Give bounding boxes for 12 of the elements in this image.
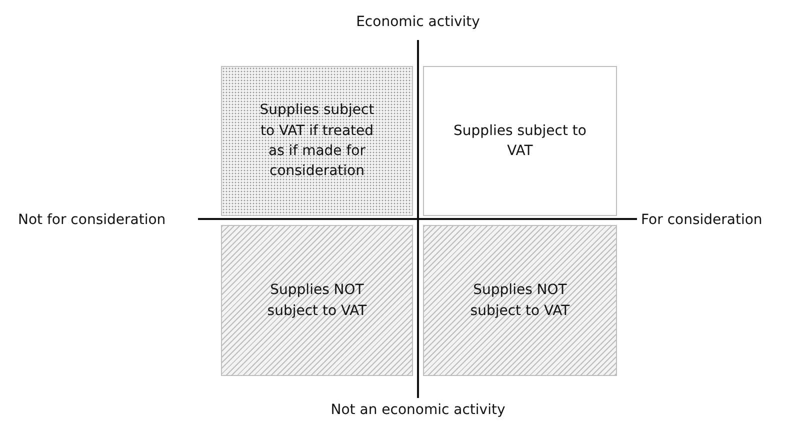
quadrant-text: Supplies subject to VAT: [452, 122, 588, 161]
axis-label: Not for consideration: [18, 212, 166, 228]
quadrant-box: [423, 225, 617, 376]
quadrant-text: Supplies NOT subject to VAT: [469, 281, 571, 320]
quadrant-box: [423, 66, 617, 216]
quadrant-text: Supplies subject to VAT if treated as if made for consideration: [258, 101, 376, 182]
axis-label: Not an economic activity: [330, 402, 506, 418]
axis-label: For consideration: [641, 212, 762, 228]
axis-label: Economic activity: [356, 14, 480, 30]
quadrant-box: [221, 225, 413, 376]
quadrant-box: [221, 66, 413, 216]
quadrant-text: Supplies NOT subject to VAT: [266, 281, 368, 320]
